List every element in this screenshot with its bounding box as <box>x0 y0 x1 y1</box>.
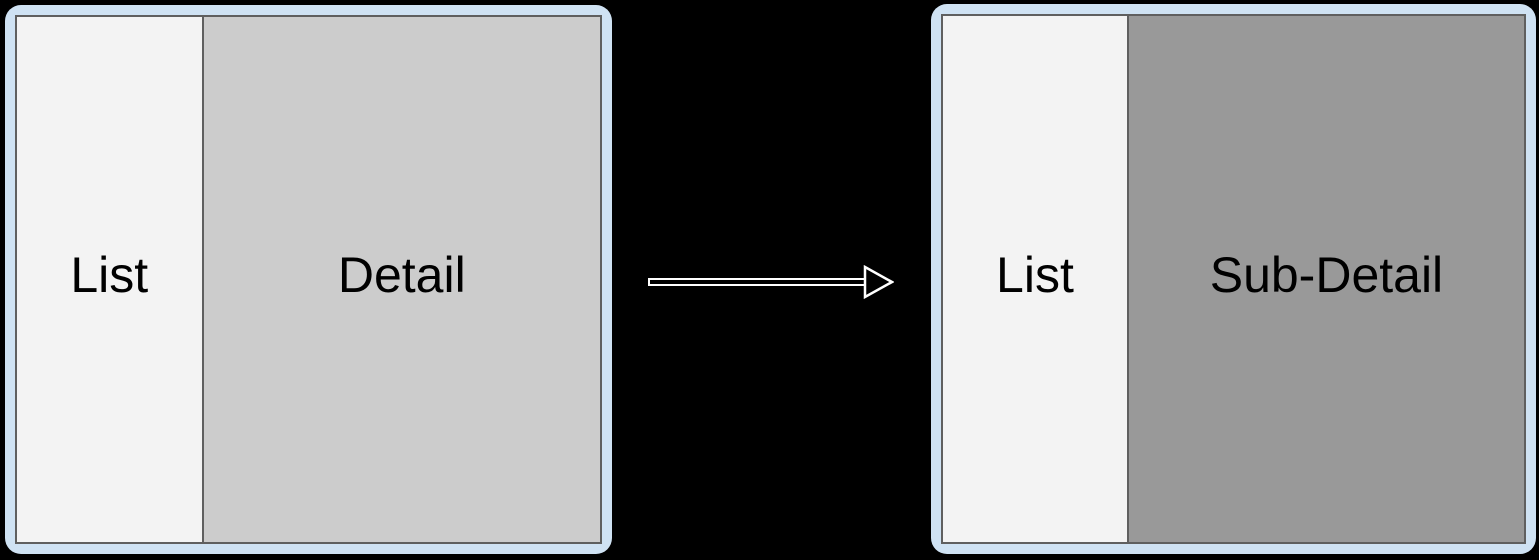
before-panel-frame: List Detail <box>5 5 612 554</box>
detail-pane-label: Detail <box>337 247 466 303</box>
transition-arrow <box>648 265 894 299</box>
before-screen: List Detail <box>15 15 602 544</box>
detail-pane: Detail <box>203 17 600 542</box>
list-pane: List <box>17 17 204 542</box>
list-pane-label: List <box>70 247 149 303</box>
sub-detail-pane: Sub-Detail <box>1128 16 1524 542</box>
after-panel-frame: List Sub-Detail <box>931 4 1536 554</box>
list-pane-label: List <box>996 246 1074 303</box>
sub-detail-pane-label: Sub-Detail <box>1209 246 1444 303</box>
after-screen: List Sub-Detail <box>941 14 1526 544</box>
list-pane: List <box>943 16 1129 542</box>
right-arrow-icon <box>648 265 894 299</box>
